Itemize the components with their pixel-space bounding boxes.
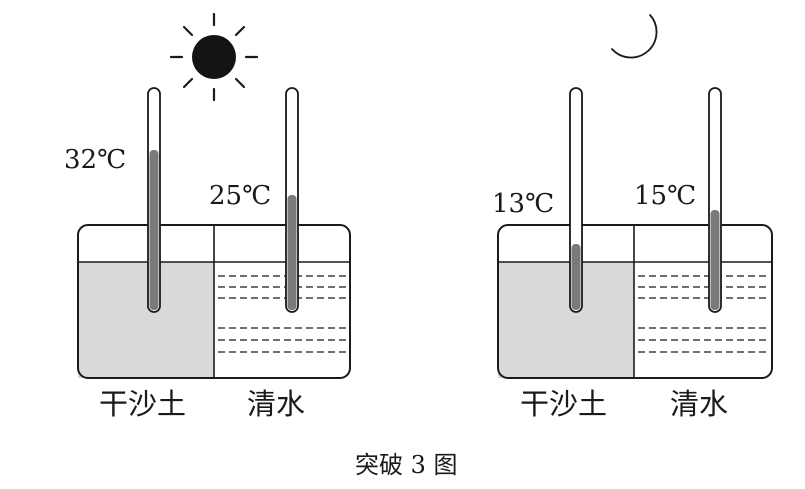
water-lines-day: [218, 275, 346, 353]
water-temperature-day: 25℃: [209, 181, 271, 211]
water-lines-night: [638, 275, 768, 353]
sand-label-day: 干沙土: [99, 387, 186, 421]
water-label-night: 清水: [670, 387, 728, 421]
thermometer-water-night: [708, 87, 722, 313]
sand-temperature-day: 32℃: [64, 145, 126, 175]
thermometer-sand-day: [147, 87, 161, 313]
sun-icon: [169, 12, 259, 102]
thermometer-sand-night: [569, 87, 583, 313]
water-label-day: 清水: [247, 387, 305, 421]
sand-temperature-night: 13℃: [492, 189, 554, 219]
scene-day: 32℃ 25℃ 干沙土 清水: [64, 12, 351, 421]
scene-night: 13℃ 15℃ 干沙土 清水: [492, 14, 773, 421]
sand-label-night: 干沙土: [520, 387, 607, 421]
moon-icon: [611, 14, 658, 59]
figure-caption: 突破 3 图: [355, 451, 458, 479]
container-night: [497, 224, 773, 379]
water-temperature-night: 15℃: [634, 181, 696, 211]
thermometer-water-day: [285, 87, 299, 313]
container-day: [77, 224, 351, 379]
